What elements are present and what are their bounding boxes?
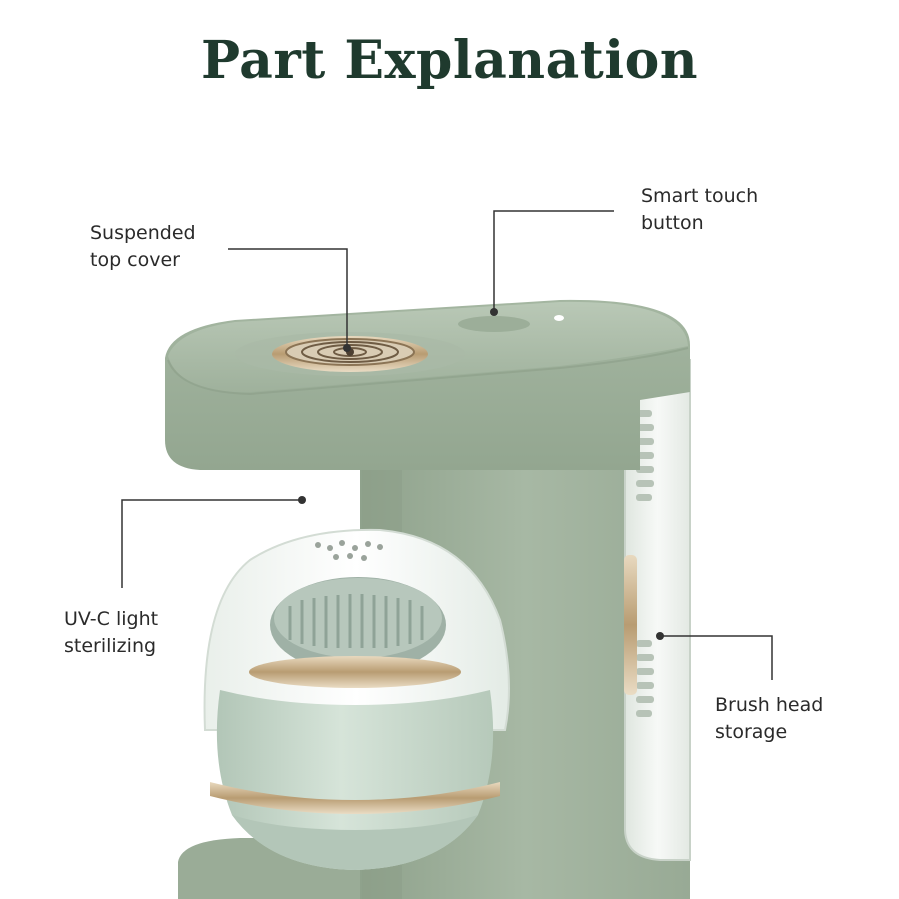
callout-line: Brush head bbox=[715, 694, 824, 716]
leader-touch-button bbox=[493, 210, 614, 312]
callout-line: top cover bbox=[90, 249, 180, 271]
leader-uvc bbox=[121, 499, 302, 588]
callout-dots bbox=[298, 308, 664, 640]
callout-line: Suspended bbox=[90, 222, 196, 244]
callout-label-top-cover: Suspended top cover bbox=[90, 220, 196, 274]
callout-line: sterilizing bbox=[64, 635, 157, 657]
callout-label-uvc: UV-C light sterilizing bbox=[64, 606, 158, 660]
leader-top-cover bbox=[228, 248, 348, 348]
callout-line: storage bbox=[715, 721, 788, 743]
indicator-light bbox=[554, 315, 564, 321]
top-cover bbox=[165, 299, 690, 470]
callout-leaders bbox=[121, 210, 773, 680]
callout-label-touch-button: Smart touch button bbox=[641, 183, 758, 237]
dome-vents bbox=[315, 540, 383, 561]
leader-storage bbox=[660, 635, 773, 680]
smart-touch-button bbox=[458, 316, 530, 332]
callout-label-storage: Brush head storage bbox=[715, 692, 823, 746]
callout-line: UV-C light bbox=[64, 608, 159, 630]
page-title: Part Explanation bbox=[200, 30, 699, 91]
callout-line: Smart touch bbox=[641, 185, 759, 207]
cleanser-device bbox=[203, 528, 510, 870]
storage-latch bbox=[624, 555, 637, 695]
brush-head bbox=[270, 577, 446, 673]
callout-line: button bbox=[641, 212, 704, 234]
uvc-lamp-coil bbox=[272, 336, 428, 372]
